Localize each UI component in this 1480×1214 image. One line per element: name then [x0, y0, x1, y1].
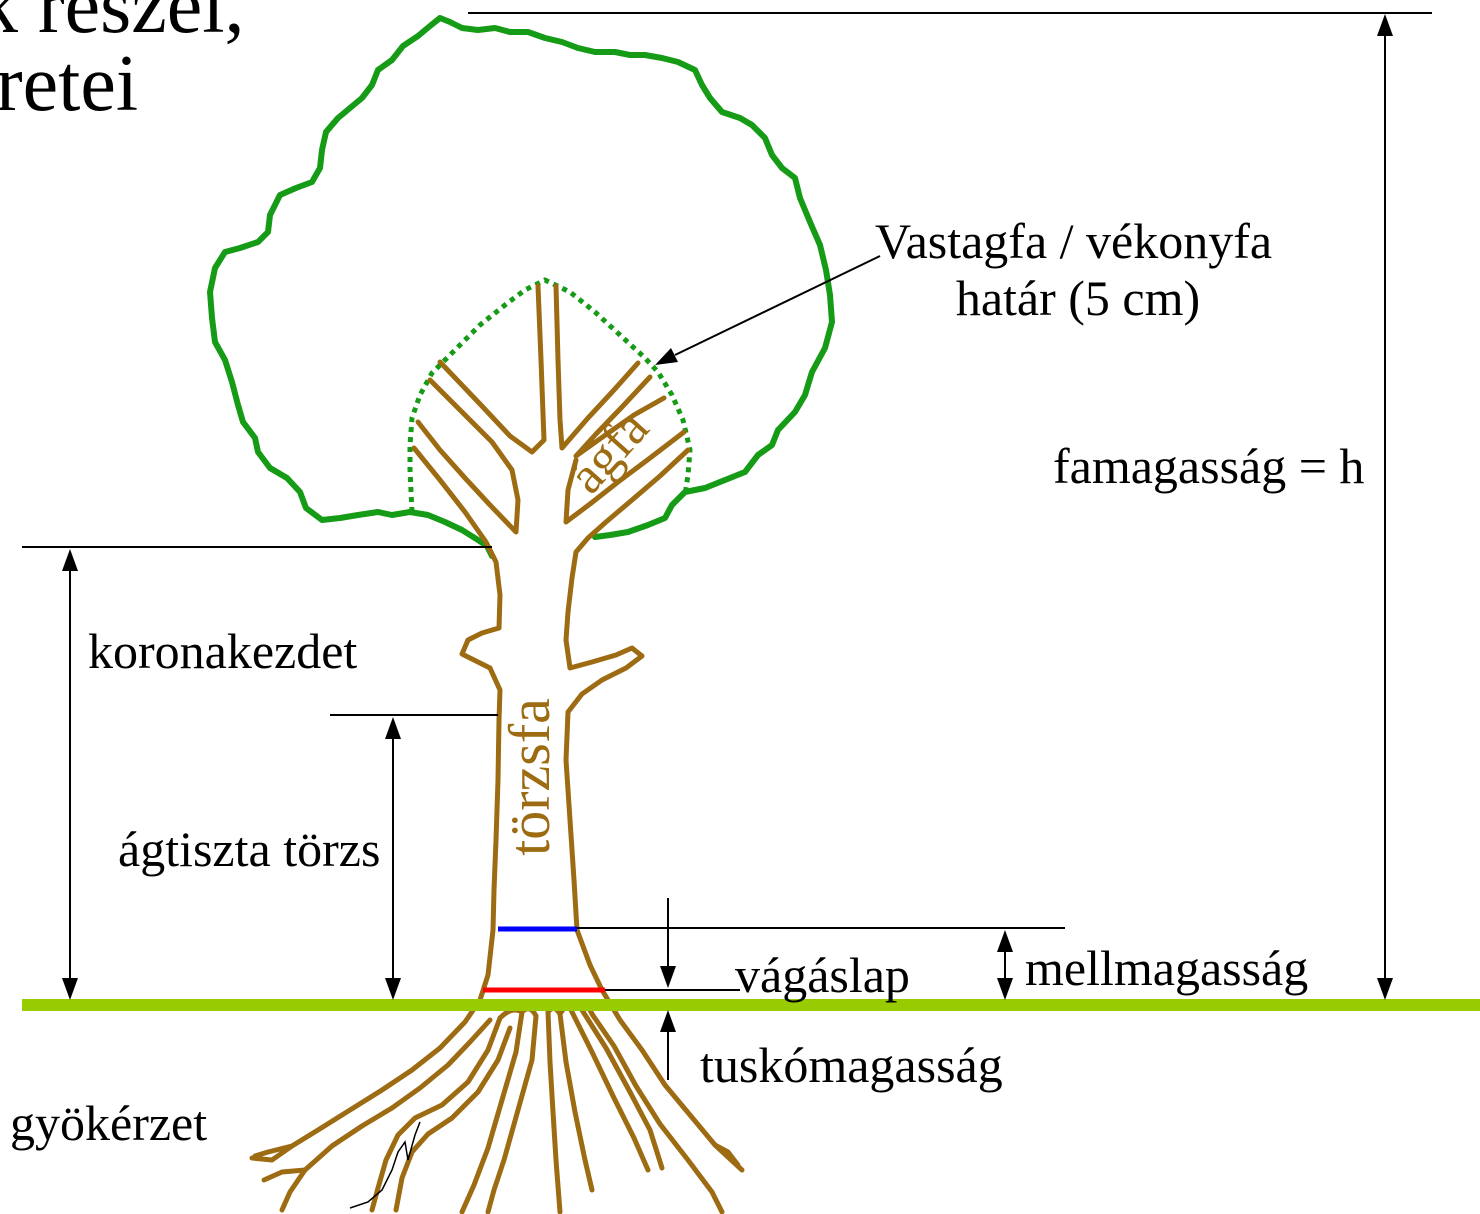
- label-root-system: gyökérzet: [10, 1095, 207, 1151]
- stump-arrowhead-up: [660, 1010, 676, 1032]
- root-center-a: [548, 1012, 560, 1212]
- crown: [210, 18, 832, 556]
- root-center-left-b: [488, 1016, 536, 1212]
- root-left-center-a: [372, 1018, 500, 1210]
- roots: [252, 1007, 738, 1212]
- boundary-pointer-line: [675, 256, 880, 355]
- label-clear-bole: ágtiszta törzs: [118, 821, 380, 877]
- label-tree-height: famagasság = h: [1053, 438, 1364, 494]
- clear-bole-arrowhead-top: [385, 717, 401, 739]
- label-stem-wood: törzsfa: [497, 698, 562, 856]
- branch-upper-left-and-leader-left: [440, 286, 544, 452]
- label-cut-surface: vágáslap: [735, 947, 910, 1003]
- root-center-right-b: [582, 1010, 662, 1168]
- crown-outline: [210, 18, 832, 556]
- branch-upper-left-lower-line: [418, 380, 518, 532]
- label-boundary-line-1: Vastagfa / vékonyfa: [875, 213, 1272, 269]
- title-line-2: retei: [0, 40, 138, 128]
- dimension-tree-height: [468, 13, 1432, 1000]
- label-crown-base: koronakezdet: [88, 623, 357, 679]
- breast-height-arrowhead-bottom: [997, 978, 1013, 1000]
- crown-base-arrowhead-top: [62, 549, 78, 571]
- clear-bole-arrowhead-bottom: [385, 978, 401, 1000]
- boundary-pointer-arrowhead: [655, 348, 678, 365]
- label-boundary-line-2: határ (5 cm): [956, 270, 1200, 326]
- label-stump-height: tuskómagasság: [700, 1037, 1003, 1093]
- breast-height-arrowhead-top: [997, 930, 1013, 952]
- boundary-pointer: [655, 256, 880, 365]
- dimension-crown-base: [22, 547, 492, 1000]
- tree-height-arrowhead-top: [1377, 14, 1393, 36]
- thick-thin-wood-boundary-line: [410, 280, 690, 512]
- crown-base-arrowhead-bottom: [62, 978, 78, 1000]
- stump-arrowhead-down: [660, 966, 676, 988]
- label-breast-height: mellmagasság: [1025, 940, 1308, 996]
- tree-height-arrowhead-bottom: [1377, 978, 1393, 1000]
